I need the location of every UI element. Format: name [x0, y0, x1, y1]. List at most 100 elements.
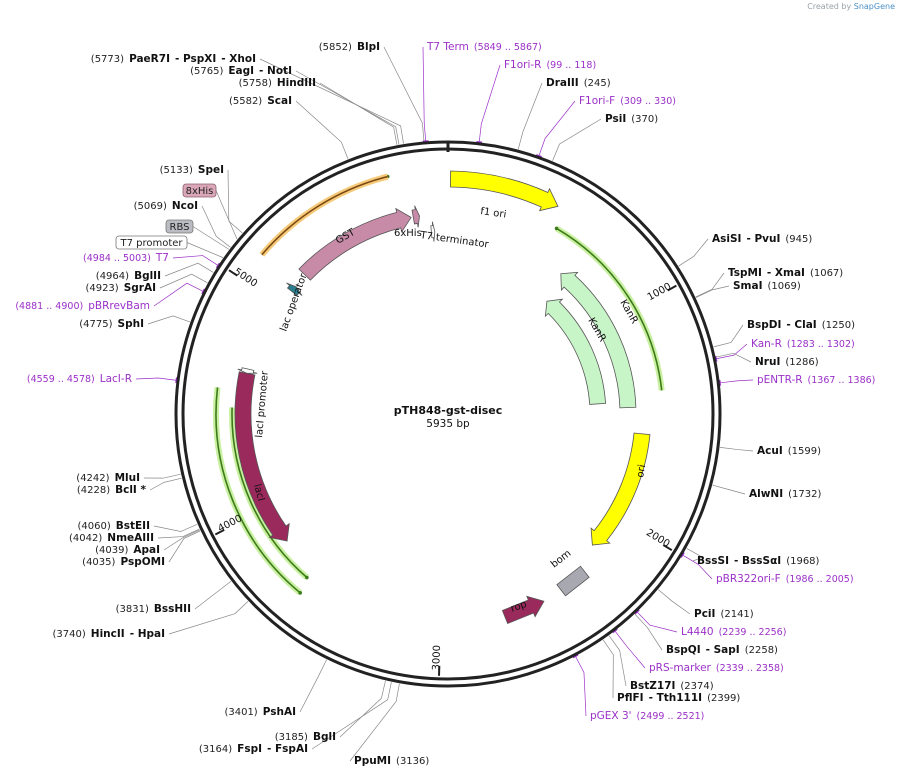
site-coord: (2258): [745, 645, 778, 656]
site-mlui[interactable]: (4242)MluI: [76, 472, 140, 484]
site-bspdi[interactable]: BspDI- ClaI(1250): [747, 319, 855, 331]
site-pspomi[interactable]: (4035)PspOMI: [82, 556, 165, 568]
site-bspqi[interactable]: BspQI- SapI(2258): [666, 644, 778, 656]
leader-sgrai: [159, 273, 208, 289]
site-extra: - FspAI: [267, 743, 308, 755]
site-bsshii[interactable]: (3831)BssHII: [116, 603, 191, 615]
green-arc-glow: [259, 173, 389, 257]
site-l4440[interactable]: L4440(2239 .. 2256): [681, 626, 786, 638]
site-f1orif[interactable]: F1ori-F(309 .. 330): [579, 95, 676, 107]
site-blpi[interactable]: (5852)BlpI: [319, 41, 380, 53]
leader-pentrr: [720, 379, 754, 384]
site-bglii[interactable]: (4964)BglII: [96, 270, 161, 282]
site-name: PpuMI: [354, 755, 391, 767]
site-eagi[interactable]: (5765)EagI- NotI: [190, 65, 292, 77]
site-kanr[interactable]: Kan-R(1283 .. 1302): [751, 338, 855, 350]
site-spei[interactable]: (5133)SpeI: [160, 164, 224, 176]
site-coord: (3136): [396, 756, 429, 767]
box-t7prom[interactable]: [115, 235, 188, 250]
site-pbr322[interactable]: pBR322ori-F(1986 .. 2005): [716, 573, 854, 585]
feature-ori[interactable]: [590, 432, 651, 546]
site-sgrai[interactable]: (4923)SgrAI: [85, 282, 156, 294]
site-coord: (1732): [788, 489, 821, 500]
site-name: F1ori-R: [504, 59, 541, 71]
site-pentrr[interactable]: pENTR-R(1367 .. 1386): [757, 374, 875, 386]
feature-kanr-inner[interactable]: [544, 298, 607, 405]
site-coord: (1968): [786, 556, 819, 567]
site-hindiii[interactable]: (5758)HindIII: [239, 77, 316, 89]
site-coord: (5133): [160, 165, 193, 176]
site-bgli[interactable]: (3185)BglI: [275, 731, 336, 743]
site-scai[interactable]: (5582)ScaI: [229, 95, 292, 107]
feature-laci[interactable]: [234, 371, 290, 542]
site-f1orir[interactable]: F1ori-R(99 .. 118): [504, 59, 596, 71]
site-draiii[interactable]: DraIII(245): [546, 77, 611, 89]
site-bstz17i[interactable]: BstZ17I(2374): [630, 680, 714, 692]
leader-sphi: [147, 315, 191, 325]
feature-gst[interactable]: [298, 207, 412, 281]
site-fspi[interactable]: (3164)FspI- FspAI: [199, 743, 308, 755]
site-t7[interactable]: (4984 .. 5003)T7: [83, 252, 169, 264]
leader-nsoi: [201, 205, 231, 248]
leader-bsteii: [153, 523, 198, 532]
feature-sixhis[interactable]: [411, 205, 420, 228]
site-name: BssHII: [154, 603, 191, 615]
site-pgex3[interactable]: pGEX 3'(2499 .. 2521): [590, 710, 704, 722]
feature-t7term-arrow[interactable]: [430, 221, 436, 242]
site-t7term[interactable]: T7 Term(5849 .. 5867): [426, 41, 542, 53]
leader-pgex3: [575, 656, 587, 717]
site-nmeaiii[interactable]: (4042)NmeAIII: [69, 532, 154, 544]
site-coord: (1286): [785, 357, 818, 368]
site-coord: (1599): [788, 446, 821, 457]
box-8xhis[interactable]: [182, 183, 217, 198]
site-acui[interactable]: AcuI(1599): [757, 445, 821, 457]
feature-f1ori[interactable]: [449, 170, 559, 212]
site-name: PshAI: [263, 706, 296, 718]
ruler-label: 4000: [216, 513, 244, 534]
snapgene-logo[interactable]: SnapGene: [853, 2, 895, 11]
site-pbrrevbam[interactable]: (4881 .. 4900)pBRrevBam: [15, 300, 150, 312]
site-hincii[interactable]: (3740)HincII- HpaI: [53, 628, 165, 640]
site-name: PciI: [694, 608, 715, 620]
orange-arc-glow: [259, 173, 389, 257]
box-t7prom-label: T7 promoter: [119, 238, 183, 249]
ruler-label: 5000: [232, 266, 259, 289]
leader-bsssi: [686, 548, 704, 562]
site-bcli[interactable]: (4228)BclI *: [77, 484, 147, 496]
site-laciR[interactable]: (4559 .. 4578)LacI-R: [27, 373, 132, 385]
leader-alwni: [712, 484, 746, 495]
site-nsoi[interactable]: (5069)NcoI: [134, 200, 198, 212]
site-pflfi[interactable]: PflFI- Tth111I(2399): [617, 692, 740, 704]
lab-t7term: T7 terminator: [419, 230, 491, 251]
site-sphi[interactable]: (4775)SphI: [79, 318, 144, 330]
site-bsssi[interactable]: BssSI- BssSαI(1968): [697, 555, 820, 567]
site-alwni[interactable]: AlwNI(1732): [749, 488, 821, 500]
site-tspmi[interactable]: TspMI- XmaI(1067): [728, 267, 843, 279]
feature-bom[interactable]: [556, 565, 590, 597]
site-paer7i[interactable]: (5773)PaeR7I- PspXI- XhoI: [91, 53, 256, 65]
site-ppumi[interactable]: PpuMI (3136): [354, 755, 429, 767]
site-name: AsiSI: [712, 233, 741, 245]
site-asisi[interactable]: AsiSI- PvuI(945): [712, 233, 812, 245]
site-nrui[interactable]: NruI(1286): [755, 356, 819, 368]
ruler-label: 1000: [646, 281, 674, 303]
feature-rop[interactable]: [501, 591, 548, 627]
site-pcii[interactable]: PciI(2141): [694, 608, 754, 620]
site-prs[interactable]: pRS-marker(2339 .. 2358): [649, 662, 784, 674]
ruler-label: 3000: [431, 645, 443, 671]
site-extra: - HpaI: [130, 628, 165, 640]
feature-laci-prom[interactable]: [237, 367, 258, 374]
site-name: PspOMI: [120, 556, 165, 568]
lab-lacprom: lacI promoter: [254, 370, 271, 439]
box-rbs[interactable]: [165, 219, 194, 234]
site-smai[interactable]: SmaI(1069): [733, 280, 801, 292]
leader-t7term: [422, 46, 427, 141]
feature-lacop[interactable]: [286, 282, 303, 296]
site-pshai[interactable]: (3401)PshAI: [224, 706, 296, 718]
site-bsteii[interactable]: (4060)BstEII: [77, 520, 150, 532]
site-psii[interactable]: PsiI(370): [605, 113, 658, 125]
feature-kanr-outer[interactable]: [560, 271, 637, 409]
box-8xhis-label: 8xHis: [186, 186, 214, 197]
site-apai[interactable]: (4039)ApaI: [95, 544, 160, 556]
site-name: SmaI: [733, 280, 763, 292]
